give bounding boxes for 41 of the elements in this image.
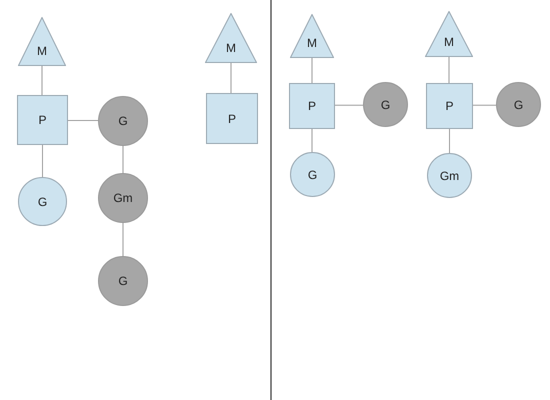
circle-node xyxy=(363,82,408,127)
node-label: P xyxy=(38,114,46,126)
node-label: M xyxy=(307,37,317,49)
triangle-node xyxy=(290,14,334,58)
node-label: M xyxy=(444,36,454,48)
triangle-node xyxy=(425,11,473,57)
connector-line xyxy=(230,62,232,94)
node-label: Gm xyxy=(440,170,460,182)
circle-node xyxy=(98,173,148,223)
square-node xyxy=(426,83,473,129)
connector-line xyxy=(122,222,124,256)
node-label: G xyxy=(118,115,128,127)
node-label: M xyxy=(37,45,47,57)
circle-node xyxy=(98,256,148,306)
node-label: P xyxy=(308,100,316,112)
node-label: G xyxy=(38,196,48,208)
triangle-node xyxy=(18,17,66,66)
connector-line xyxy=(42,144,43,178)
node-label: G xyxy=(118,275,128,287)
connector-line xyxy=(448,56,450,84)
connector-line xyxy=(472,104,496,106)
circle-node xyxy=(496,82,541,127)
connector-line xyxy=(122,146,124,174)
node-label: Gm xyxy=(113,192,133,204)
node-label: M xyxy=(226,42,236,54)
square-node xyxy=(17,95,68,145)
circle-node xyxy=(98,96,148,146)
connector-line xyxy=(449,128,450,154)
node-label: P xyxy=(445,100,454,112)
square-node xyxy=(206,93,258,144)
node-label: G xyxy=(308,168,318,180)
circle-node xyxy=(290,152,335,197)
connector-line xyxy=(334,104,364,106)
circle-node xyxy=(18,177,67,226)
circle-node xyxy=(427,153,472,198)
node-label: G xyxy=(380,98,390,110)
triangle-node xyxy=(205,13,257,63)
node-label: P xyxy=(228,112,236,124)
connector-line xyxy=(68,120,98,121)
node-label: G xyxy=(514,98,524,110)
square-node xyxy=(289,83,335,129)
